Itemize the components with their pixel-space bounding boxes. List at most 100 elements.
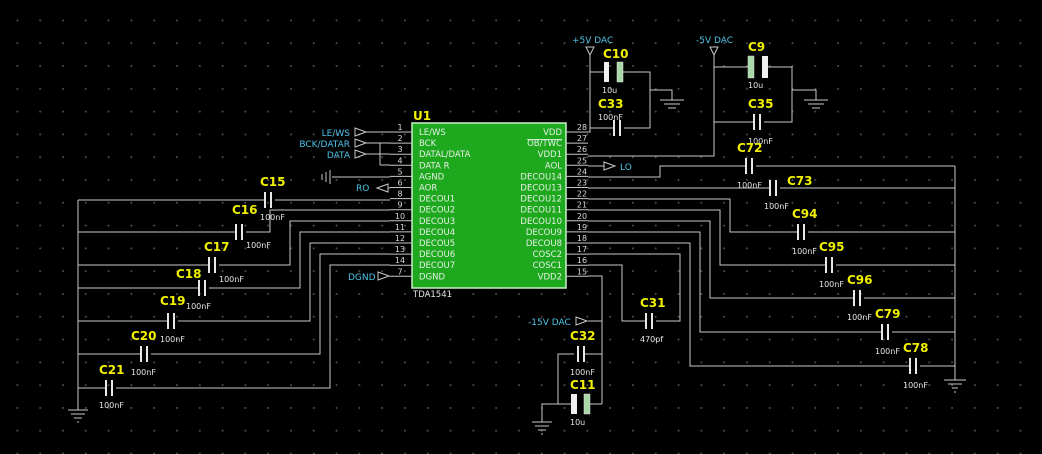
c19-ref: C19 [160, 294, 186, 308]
ic-pin-label: DECOU9 [526, 228, 562, 238]
c78-value: 100nF [903, 381, 928, 390]
c33-ref: C33 [598, 97, 624, 111]
c72-ref: C72 [737, 141, 763, 155]
ic-pin-number: 10 [395, 212, 405, 221]
m15v-supply: -15V DAC C32 100nF C11 10u [528, 275, 603, 435]
ic-pin-number: 22 [577, 190, 587, 199]
p5v-supply: +5V DAC C10 10u C33 100nF [566, 36, 684, 136]
c35-ref: C35 [748, 97, 774, 111]
ic-pin-number: 1 [397, 123, 402, 132]
ic-pin-label: DECOU10 [520, 217, 562, 227]
ic-pin-label: DECOU1 [419, 195, 455, 205]
c79-ref: C79 [875, 307, 901, 321]
ic-pin-label: AGND [419, 172, 445, 182]
c10-value: 10u [602, 86, 617, 95]
ic-pin-number: 20 [577, 212, 587, 221]
ic-pin-number: 19 [577, 223, 587, 232]
ic-ref: U1 [413, 109, 431, 123]
c79-value: 100nF [875, 347, 900, 356]
net-bck-label: BCK/DATAR [299, 140, 350, 150]
ic-pin-label: DECOU5 [419, 239, 455, 249]
ic-pin-number: 26 [577, 145, 587, 154]
c32-value: 100nF [570, 368, 595, 377]
ic-pin-label: AOL [545, 161, 562, 171]
ic-pin-label: DECOU4 [419, 228, 455, 238]
ic-pin-number: 8 [397, 190, 402, 199]
c16-ref: C16 [232, 203, 258, 217]
c32-ref: C32 [570, 329, 596, 343]
c11-value: 10u [570, 418, 585, 427]
ic-pin-number: 4 [397, 156, 402, 165]
net-lo-label: LO [620, 163, 632, 173]
ic-pin-label: LE/WS [419, 128, 446, 138]
c72-value: 100nF [737, 181, 762, 190]
net-p5v-label: +5V DAC [572, 36, 613, 46]
c95-value: 100nF [819, 280, 844, 289]
c10-ref: C10 [603, 47, 629, 61]
ic-pin-label: COSC1 [533, 261, 562, 271]
ic-pin-label: DECOU13 [520, 184, 562, 194]
c21-ref: C21 [99, 363, 125, 377]
ic-pin-number: 7 [397, 267, 402, 276]
c9-value: 10u [748, 81, 763, 90]
ic-pin-label: DGND [419, 272, 445, 282]
m5v-supply: -5V DAC C9 10u C35 100nF [588, 36, 828, 157]
ic-pin-number: 3 [397, 145, 402, 154]
ic-pin-number: 14 [395, 256, 405, 265]
c18-value: 100nF [186, 302, 211, 311]
input-ports: LE/WS BCK/DATAR DATA RO DGND [299, 127, 391, 283]
ic-pin-label: DECOU7 [419, 261, 455, 271]
ic-pin-number: 18 [577, 234, 587, 243]
net-le-ws-label: LE/WS [322, 129, 351, 139]
c73-value: 100nF [764, 202, 789, 211]
c20-value: 100nF [131, 368, 156, 377]
ic-pin-number: 5 [397, 167, 402, 176]
ic-pin-number: 24 [577, 167, 587, 176]
ic-pin-label: OB/TWC [527, 139, 562, 149]
ic-pin-number: 15 [577, 267, 587, 276]
ic-pin-label: VDD2 [538, 272, 562, 282]
ic-pin-label: DATA R [419, 161, 450, 171]
net-data-label: DATA [327, 151, 351, 161]
c15-ref: C15 [260, 175, 286, 189]
ic-pin-number: 11 [395, 223, 405, 232]
c18-ref: C18 [176, 267, 202, 281]
c95-ref: C95 [819, 240, 845, 254]
left-decoupling: C15 100nF C16 100nF C17 100nF C18 100nF … [68, 175, 390, 423]
c78-ref: C78 [903, 341, 929, 355]
ic-body[interactable] [411, 122, 567, 289]
ic-pin-number: 12 [395, 234, 405, 243]
ic-pin-number: 28 [577, 123, 587, 132]
c9-ref: C9 [748, 40, 765, 54]
ic-pin-label: DECOU3 [419, 217, 455, 227]
ic-pin-number: 25 [577, 156, 587, 165]
ic-pin-label: COSC2 [533, 250, 562, 260]
ic-pin-label: DECOU14 [520, 172, 562, 182]
ic-pin-label: DATAL/DATA [419, 150, 471, 160]
ic-pin-label: DECOU8 [526, 239, 562, 249]
ic-pin-number: 27 [577, 134, 587, 143]
ic-pin-label: VDD [543, 128, 562, 138]
ic-pin-number: 16 [577, 256, 587, 265]
c94-ref: C94 [792, 207, 818, 221]
ic-pin-label: DECOU6 [419, 250, 455, 260]
ic-pin-label: DECOU12 [520, 195, 562, 205]
ic-pin-label: DECOU11 [520, 206, 562, 216]
c20-ref: C20 [131, 329, 157, 343]
ic-part: TDA1541 [412, 290, 452, 300]
c35-value: 100nF [748, 137, 773, 146]
c73-ref: C73 [787, 174, 813, 188]
lo-output: LO [588, 161, 632, 173]
c96-value: 100nF [847, 313, 872, 322]
net-dgnd-label: DGND [348, 273, 376, 283]
c17-value: 100nF [219, 275, 244, 284]
net-m15v-label: -15V DAC [528, 318, 571, 328]
c31-ref: C31 [640, 296, 666, 310]
ic-pin-label: BCK [419, 139, 437, 149]
right-decoupling: C72 100nF C73 100nF C94 100nF C95 100nF … [588, 141, 966, 393]
ic-pin-number: 6 [397, 179, 402, 188]
c31-value: 470pf [640, 335, 663, 344]
c16-value: 100nF [246, 241, 271, 250]
ic-pin-number: 17 [577, 245, 587, 254]
